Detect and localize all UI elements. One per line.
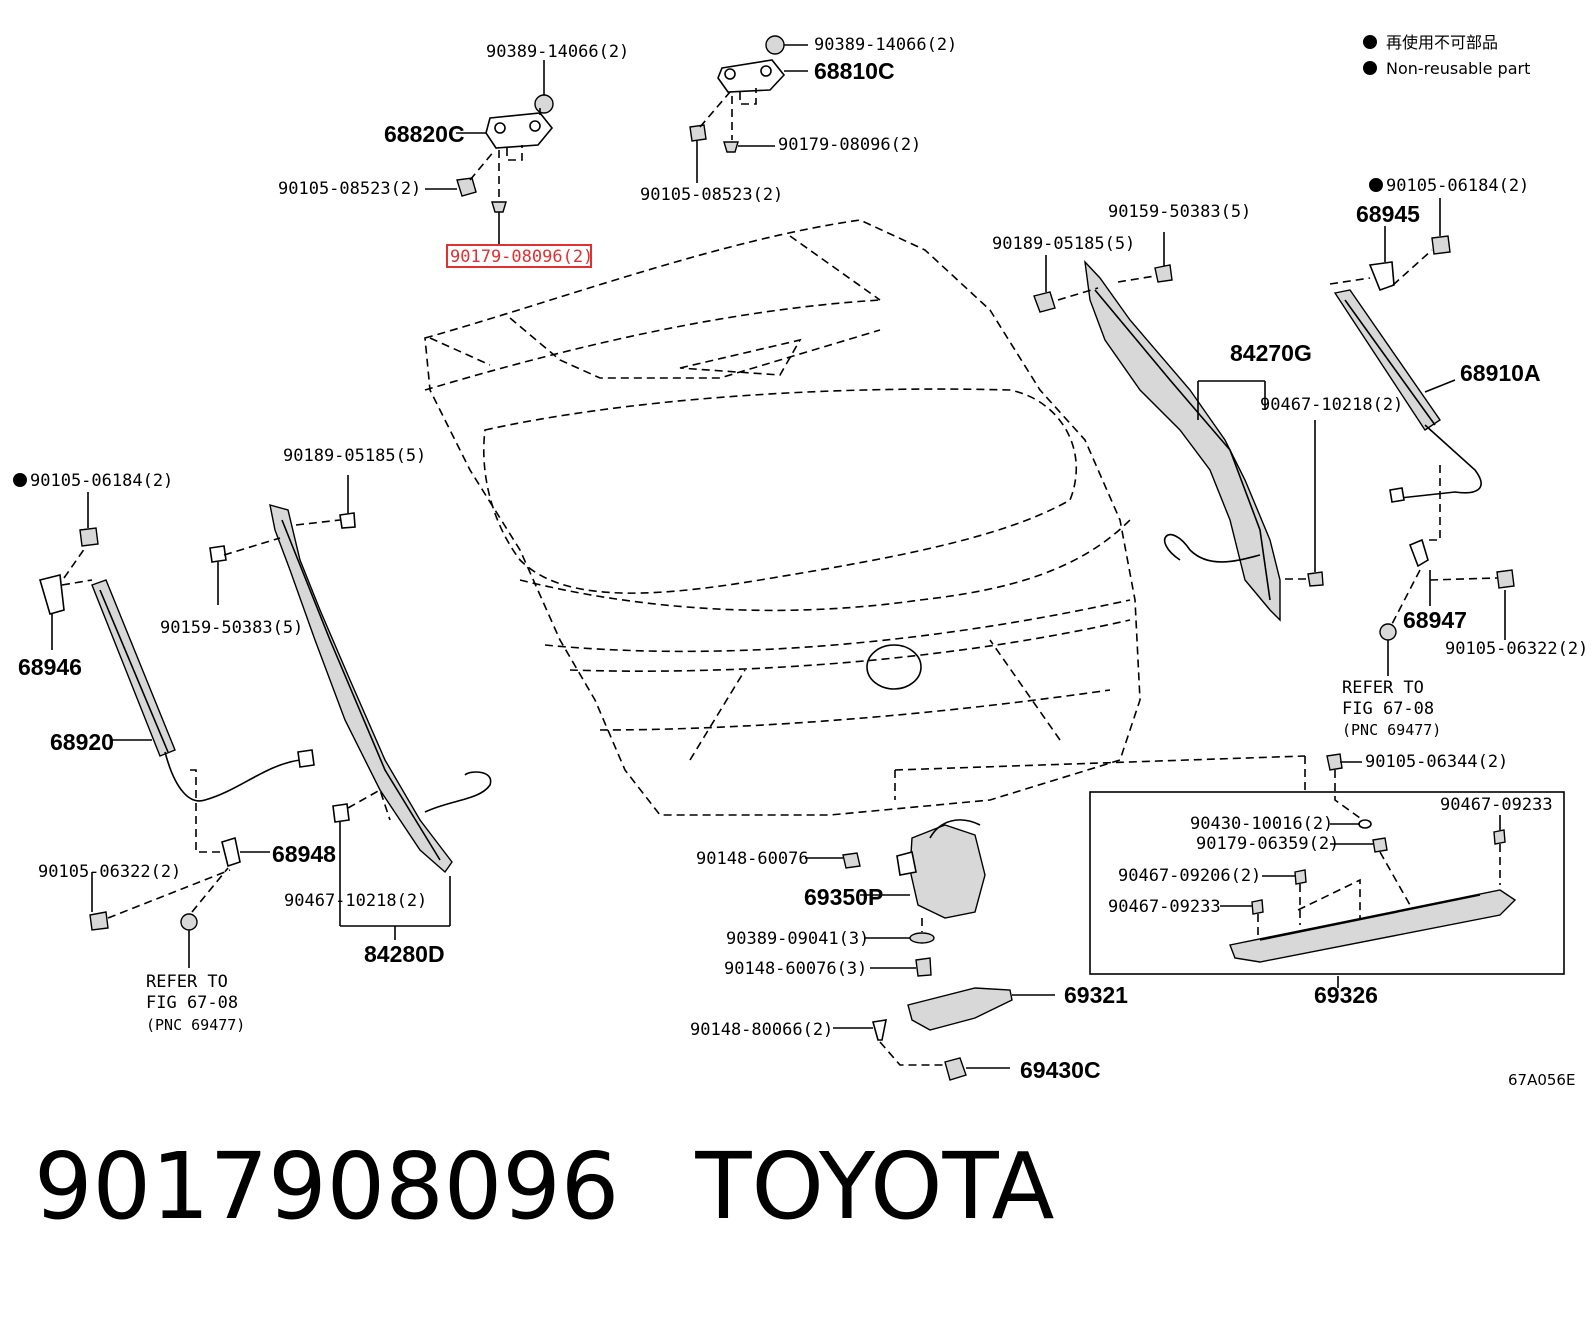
label-68947: 68947 (1403, 607, 1467, 633)
label-68920: 68920 (50, 729, 114, 755)
non-reusable-bullet-icon (1363, 61, 1377, 75)
label-68810C: 68810C (814, 58, 895, 84)
highlighted-part-box (446, 244, 592, 268)
label-68945: 68945 (1356, 201, 1420, 227)
gas-strut-right (1329, 198, 1482, 503)
label-90105-08523-right: 90105-08523(2) (640, 185, 783, 205)
label-refer-right-line2: FIG 67-08 (1342, 699, 1434, 719)
garnish-box (1089, 753, 1565, 988)
label-68820C: 68820C (384, 121, 465, 147)
label-refer-left-line3: (PNC 69477) (146, 1016, 245, 1034)
label-69326: 69326 (1314, 982, 1378, 1008)
gas-strut-left (38, 492, 315, 802)
label-refer-right-line1: REFER TO (1342, 678, 1424, 698)
part-number: 9017908096 (34, 1133, 620, 1240)
label-90189-05185-right: 90189-05185(5) (992, 234, 1135, 254)
hinge-right-assembly (689, 35, 808, 183)
legend-english: Non-reusable part (1386, 59, 1530, 78)
brand-name: TOYOTA (695, 1133, 1055, 1240)
label-90189-05185-left: 90189-05185(5) (283, 446, 426, 466)
label-90179-06359: 90179-06359(2) (1196, 834, 1339, 854)
label-90148-80066: 90148-80066(2) (690, 1020, 833, 1040)
label-84280D: 84280D (364, 941, 445, 967)
label-90105-08523-left: 90105-08523(2) (278, 179, 421, 199)
lower-garnish-assembly (833, 987, 1055, 1081)
bracket-left-lower (89, 769, 270, 968)
label-84270G: 84270G (1230, 340, 1312, 366)
non-reusable-bullet-icon (1369, 178, 1383, 192)
label-90105-06184-right: 90105-06184(2) (1386, 176, 1529, 196)
label-90159-50383-left: 90159-50383(5) (160, 618, 303, 638)
door-trim-left (209, 475, 492, 940)
label-90389-14066-left: 90389-14066(2) (486, 42, 629, 62)
label-90467-09233-top-right: 90467-09233 (1440, 795, 1553, 815)
label-90467-09206: 90467-09206(2) (1118, 866, 1261, 886)
label-69350P: 69350P (804, 884, 883, 910)
label-refer-left-line2: FIG 67-08 (146, 993, 238, 1013)
non-reusable-bullet-icon (1363, 35, 1377, 49)
label-refer-right-line3: (PNC 69477) (1342, 721, 1441, 739)
figure-code: 67A056E (1508, 1071, 1575, 1089)
label-90179-08096-highlighted: 90179-08096(2) (450, 247, 593, 267)
label-90105-06322-right: 90105-06322(2) (1445, 639, 1588, 659)
legend-japanese: 再使用不可部品 (1386, 33, 1498, 52)
label-90148-60076-3: 90148-60076(3) (724, 959, 867, 979)
back-door-panel (424, 219, 1141, 816)
label-90467-10218-right: 90467-10218(2) (1260, 395, 1403, 415)
label-69430C: 69430C (1020, 1057, 1101, 1083)
hinge-left-assembly (425, 60, 554, 244)
label-90430-10016: 90430-10016(2) (1190, 814, 1333, 834)
label-90105-06344: 90105-06344(2) (1365, 752, 1508, 772)
label-90159-50383-right: 90159-50383(5) (1108, 202, 1251, 222)
label-68946: 68946 (18, 654, 82, 680)
part-title: 9017908096 TOYOTA (34, 1132, 1334, 1252)
label-90467-09233-left: 90467-09233 (1108, 897, 1221, 917)
door-lock-assembly (805, 755, 1306, 977)
bracket-right-lower (1379, 465, 1515, 676)
door-trim-right (1033, 232, 1324, 622)
label-90389-14066-right: 90389-14066(2) (814, 35, 957, 55)
label-90105-06184-left: 90105-06184(2) (30, 471, 173, 491)
label-90105-06322-left: 90105-06322(2) (38, 862, 181, 882)
label-refer-left-line1: REFER TO (146, 972, 228, 992)
label-69321: 69321 (1064, 982, 1128, 1008)
label-68910A: 68910A (1460, 360, 1541, 386)
label-90179-08096-right: 90179-08096(2) (778, 135, 921, 155)
non-reusable-bullet-icon (13, 473, 27, 487)
label-68948: 68948 (272, 841, 336, 867)
label-90148-60076: 90148-60076 (696, 849, 809, 869)
label-90467-10218-left: 90467-10218(2) (284, 891, 427, 911)
label-90389-09041: 90389-09041(3) (726, 929, 869, 949)
